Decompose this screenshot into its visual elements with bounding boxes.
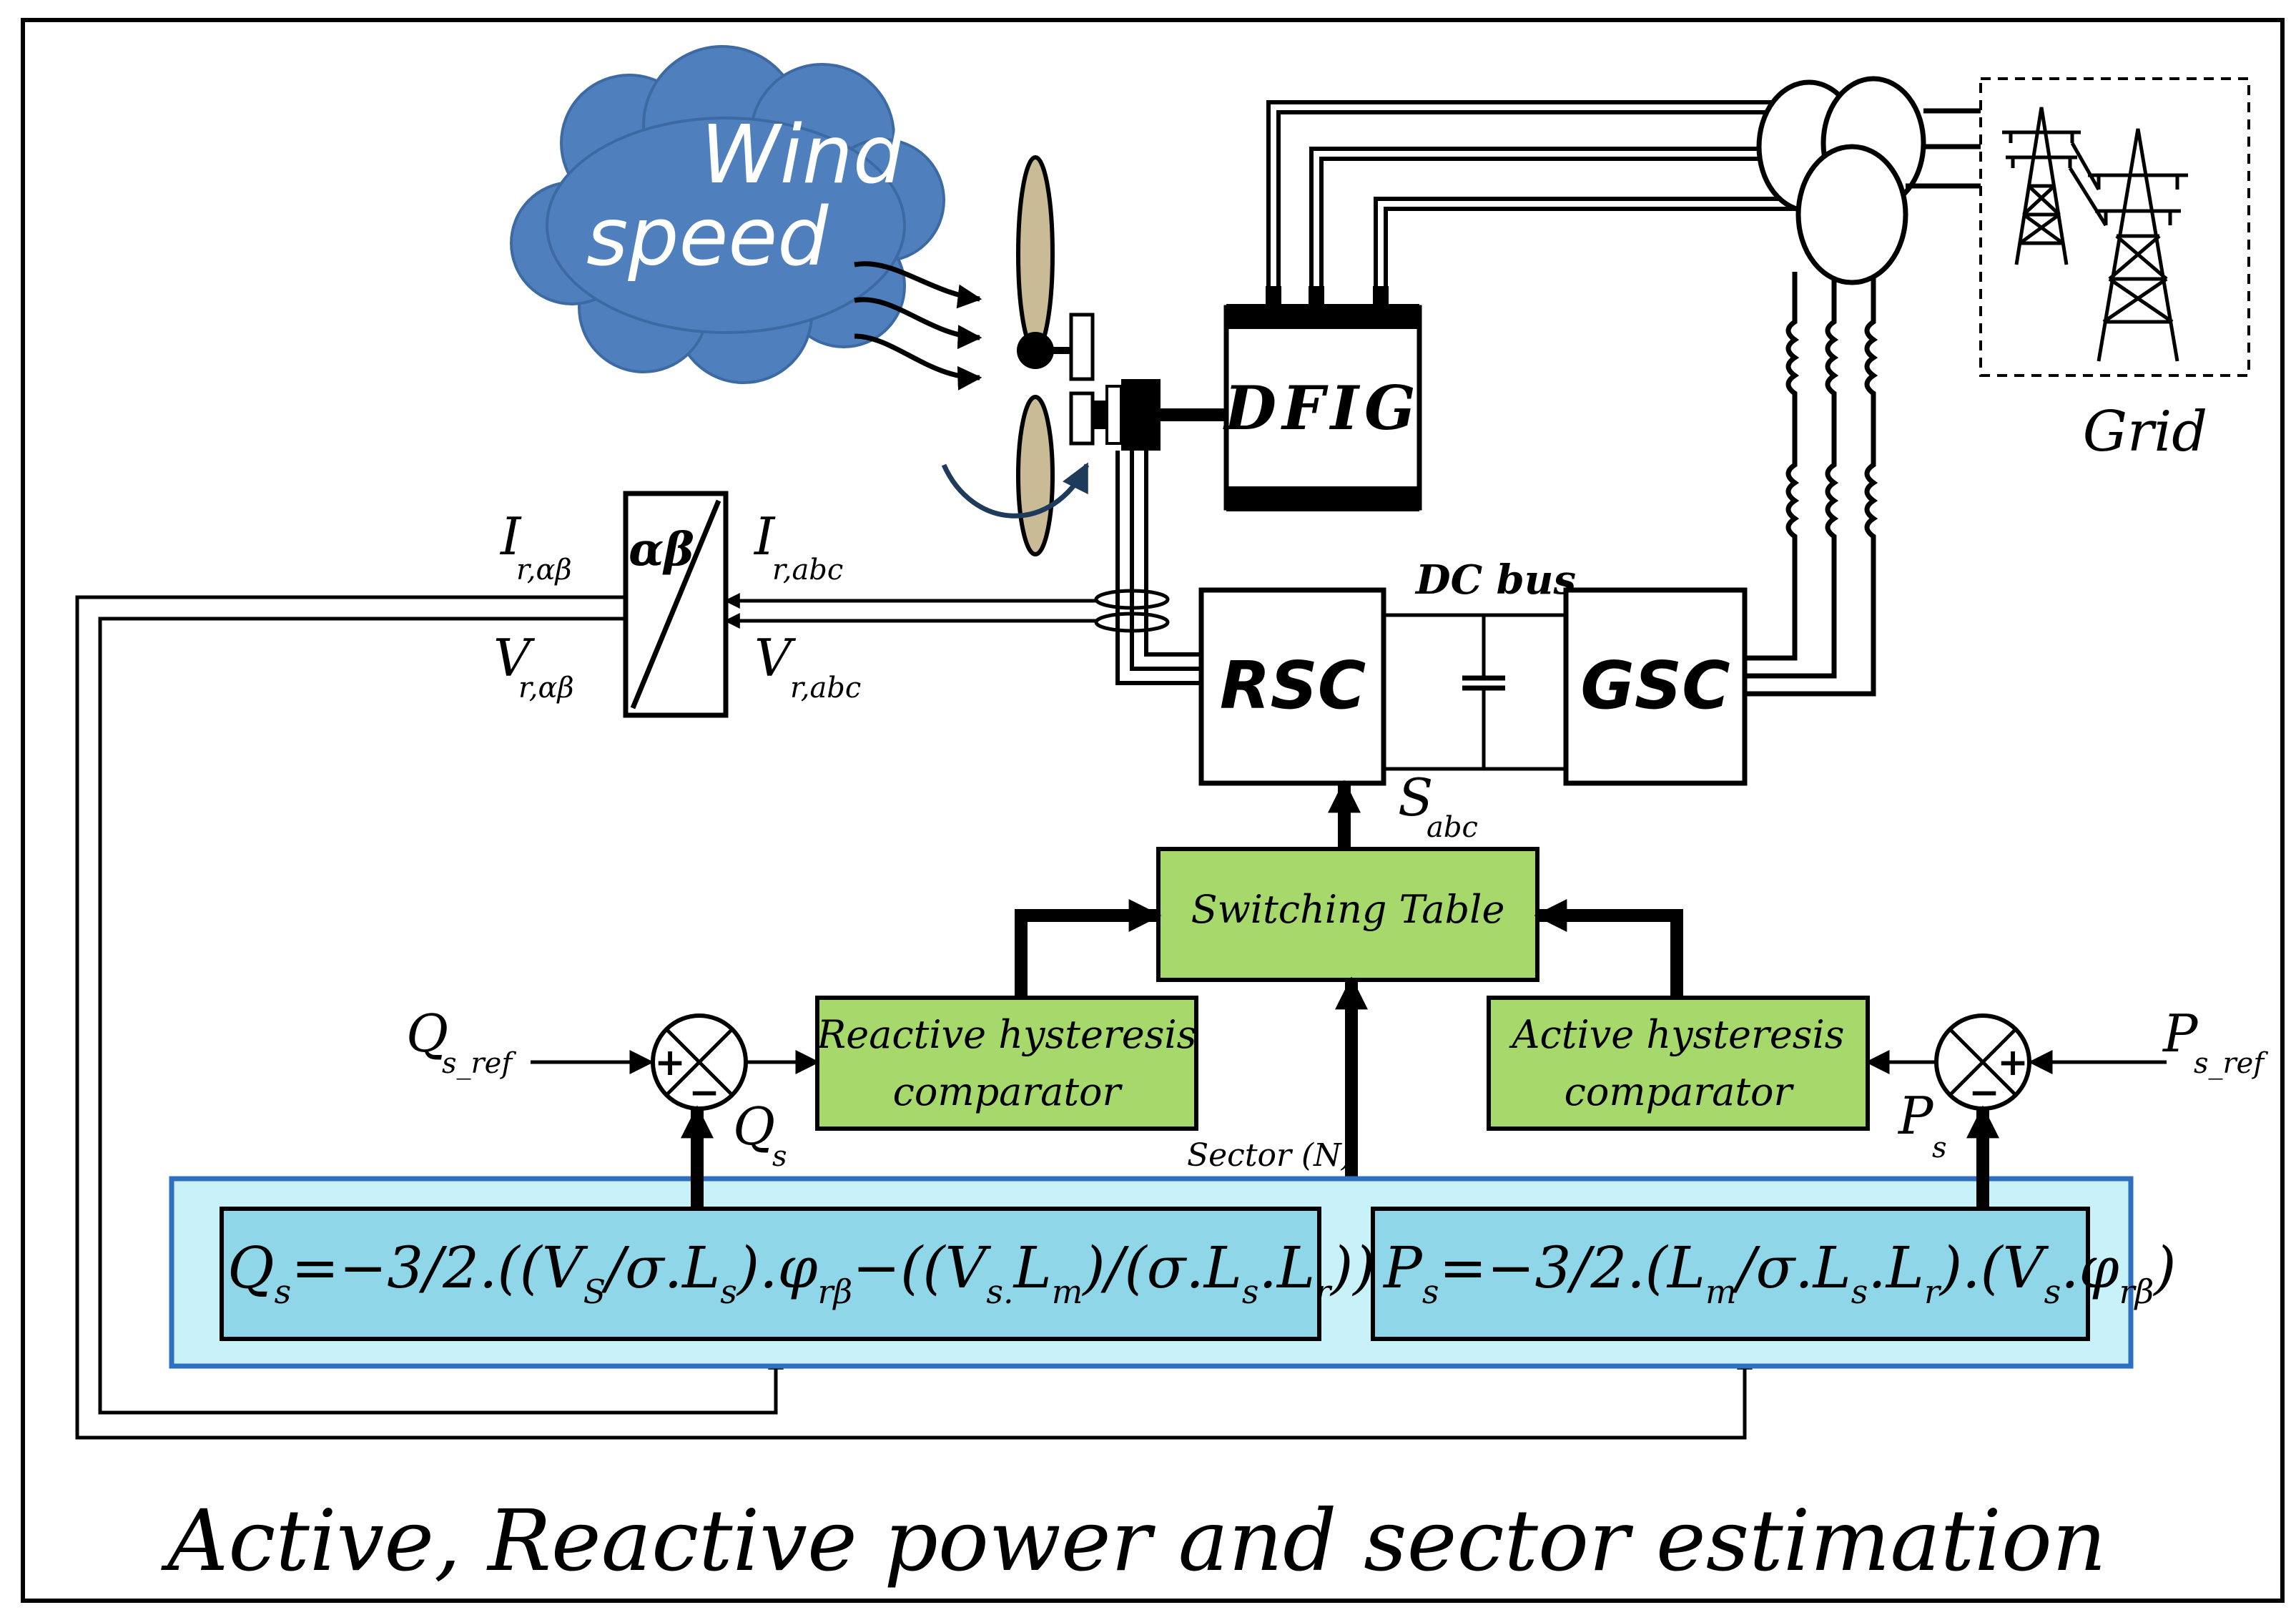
dfig-generator: DFIG <box>1223 286 1422 511</box>
svg-text:+: + <box>1997 1041 2029 1084</box>
signal-qs-ref: Q s_ref <box>406 1003 516 1080</box>
svg-text:Active hysteresis: Active hysteresis <box>1509 1012 1845 1057</box>
grid-side-inductors <box>1745 272 1878 697</box>
svg-text:I: I <box>753 506 776 566</box>
measurement-lines <box>724 593 1096 629</box>
signal-qs: Q s <box>733 1096 787 1173</box>
wind-label-line2: speed <box>586 191 829 284</box>
grid-pylons: Grid <box>1979 77 2250 464</box>
signal-i-r-alphabeta: I r,αβ <box>499 506 572 586</box>
switching-table: Switching Table <box>1156 847 1539 982</box>
grid-connection-lines <box>1906 108 1981 189</box>
outer-frame <box>21 18 2285 1603</box>
svg-text:Q: Q <box>406 1003 448 1064</box>
stator-lines <box>1266 100 1802 286</box>
estimation-title: Active, Reactive power and sector estima… <box>161 1491 2107 1590</box>
pylon-icon <box>2002 107 2081 265</box>
sector-label: Sector (N) <box>1187 1137 1354 1174</box>
signal-ps: P s <box>1897 1086 1947 1164</box>
transform-label: αβ <box>629 523 694 576</box>
svg-text:comparator: comparator <box>1565 1069 1795 1114</box>
svg-text:s: s <box>772 1140 787 1173</box>
reactive-hysteresis-comparator: Reactive hysteresis comparator <box>815 996 1198 1131</box>
signal-v-r-alphabeta: V r,αβ <box>493 628 574 705</box>
svg-text:r,αβ: r,αβ <box>516 554 572 586</box>
rsc-block: RSC <box>1198 587 1386 786</box>
signal-s-abc: S abc <box>1398 767 1478 844</box>
wind-arrows <box>854 261 982 391</box>
svg-text:s: s <box>1932 1131 1947 1164</box>
active-to-table-arrow <box>1534 899 1683 998</box>
gearbox <box>1093 379 1226 451</box>
svg-text:Qs=−3/2.((VS/σ.Ls).φrβ−((Vs.Lm: Qs=−3/2.((VS/σ.Ls).φrβ−((Vs.Lm)/(σ.Ls.Lr… <box>227 1234 1494 1311</box>
svg-text:s_ref: s_ref <box>442 1047 516 1080</box>
grid-label: Grid <box>2083 400 2207 464</box>
svg-text:r,αβ: r,αβ <box>518 672 574 705</box>
svg-text:Ps=−3/2.(Lm/σ.Ls.Lr).(Vs.φrβ): Ps=−3/2.(Lm/σ.Ls.Lr).(Vs.φrβ) <box>1382 1234 2176 1311</box>
svg-text:−: − <box>689 1071 720 1114</box>
svg-text:Q: Q <box>733 1096 775 1157</box>
svg-text:−: − <box>1969 1071 2000 1114</box>
wind-turbine-rotor <box>941 155 1095 556</box>
signal-v-r-abc: V r,abc <box>754 628 861 705</box>
svg-text:P: P <box>2162 1003 2199 1064</box>
dfig-label: DFIG <box>1223 373 1422 443</box>
svg-text:comparator: comparator <box>893 1069 1123 1114</box>
reactive-to-table-arrow <box>1015 899 1162 998</box>
feedback-lines <box>75 595 1753 1440</box>
svg-text:P: P <box>1897 1086 1934 1146</box>
sum-junction-active: + − <box>1934 1013 2031 1114</box>
svg-text:V: V <box>754 628 797 688</box>
gsc-label: GSC <box>1580 647 1730 724</box>
svg-text:Reactive hysteresis: Reactive hysteresis <box>817 1012 1197 1057</box>
dc-bus-label: DC bus <box>1414 556 1576 604</box>
abc-alpha-beta-transform: αβ <box>623 491 729 718</box>
reactive-power-equation: Qs=−3/2.((VS/σ.Ls).φrβ−((Vs.Lm)/(σ.Ls.Lr… <box>220 1207 1494 1341</box>
wind-cloud: Wind speed <box>510 45 945 384</box>
svg-text:r,abc: r,abc <box>772 554 843 586</box>
svg-text:s_ref: s_ref <box>2194 1047 2268 1080</box>
svg-text:V: V <box>493 628 536 688</box>
active-hysteresis-comparator: Active hysteresis comparator <box>1487 996 1870 1131</box>
svg-text:abc: abc <box>1427 811 1478 844</box>
signal-i-r-abc: I r,abc <box>753 506 843 586</box>
pylon-icon <box>2068 128 2188 362</box>
switching-table-label: Switching Table <box>1191 887 1505 932</box>
transformer <box>1756 76 1926 285</box>
rsc-label: RSC <box>1220 647 1366 724</box>
wind-label-line1: Wind <box>701 109 905 202</box>
svg-text:r,abc: r,abc <box>790 672 861 705</box>
active-power-equation: Ps=−3/2.(Lm/σ.Ls.Lr).(Vs.φrβ) <box>1371 1207 2176 1341</box>
svg-text:I: I <box>499 506 522 566</box>
sum-junction-reactive: + − <box>651 1013 748 1114</box>
rotor-lines <box>1115 451 1201 685</box>
svg-text:+: + <box>654 1041 686 1084</box>
svg-text:S: S <box>1398 767 1433 828</box>
dc-link <box>1384 613 1566 771</box>
gsc-block: GSC <box>1563 587 1748 786</box>
signal-ps-ref: P s_ref <box>2162 1003 2268 1080</box>
